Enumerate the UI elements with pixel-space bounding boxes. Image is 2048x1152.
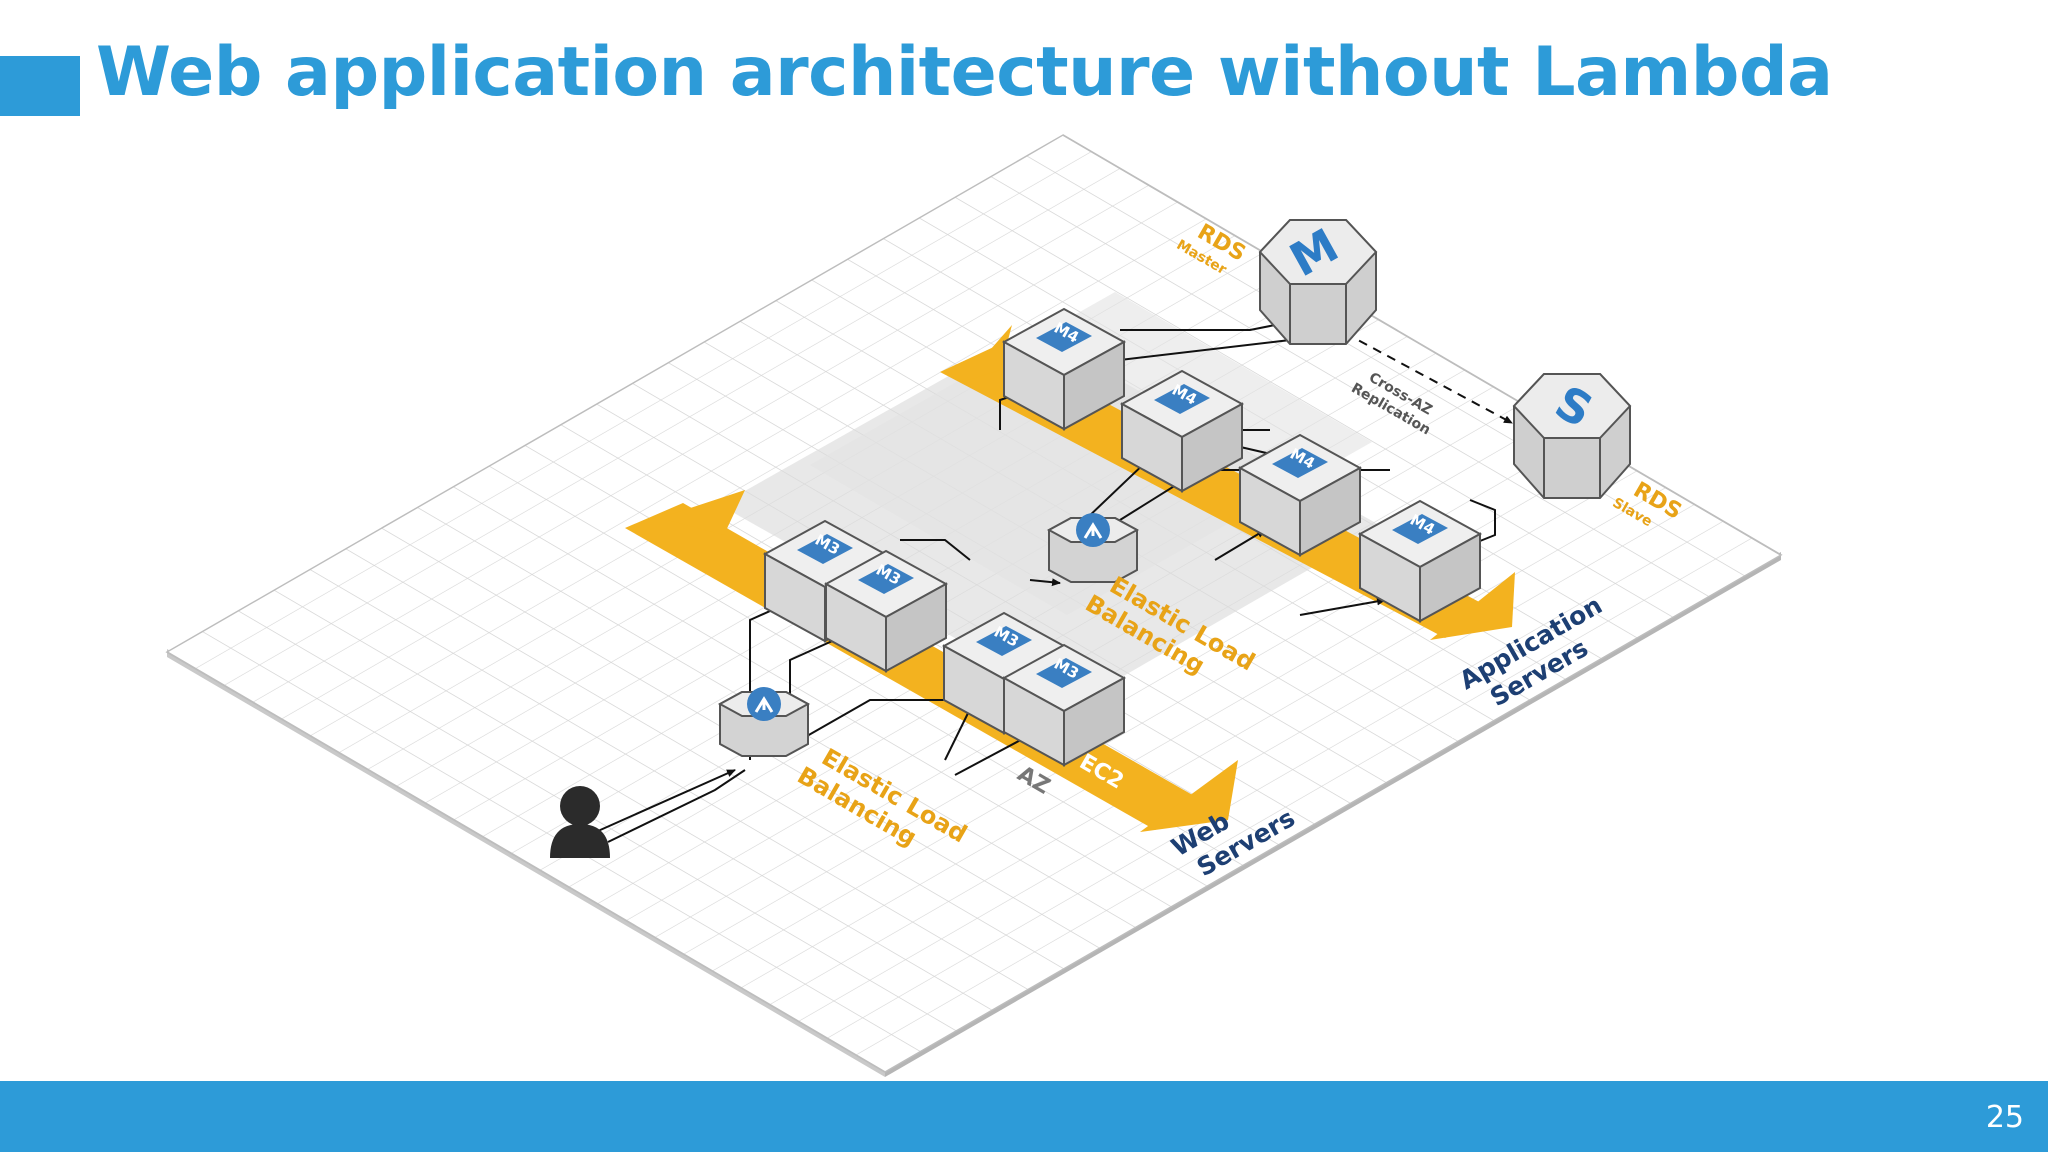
load-balancer-icon bbox=[1083, 522, 1103, 539]
web-instance-2: M3 bbox=[823, 549, 949, 673]
app-elb-node bbox=[1046, 513, 1140, 583]
user-icon bbox=[550, 786, 610, 858]
rds-master-node: M bbox=[1258, 218, 1378, 345]
app-instance-2: M4 bbox=[1119, 369, 1245, 493]
app-instance-4: M4 bbox=[1357, 499, 1483, 623]
app-zone-shade bbox=[810, 292, 1372, 615]
app-instance-1: M4 bbox=[1001, 307, 1127, 431]
slide-title: Web application architecture without Lam… bbox=[96, 33, 1833, 112]
rds-slave-node: S bbox=[1512, 373, 1632, 499]
footer-bar: 25 bbox=[0, 1081, 2048, 1152]
load-balancer-icon bbox=[754, 696, 774, 713]
web-elb-node bbox=[717, 687, 811, 757]
slide-number: 25 bbox=[1985, 1100, 2024, 1135]
title-accent-block bbox=[0, 56, 80, 116]
web-instance-4: M3 bbox=[1001, 643, 1127, 767]
app-instance-3: M4 bbox=[1237, 433, 1363, 557]
